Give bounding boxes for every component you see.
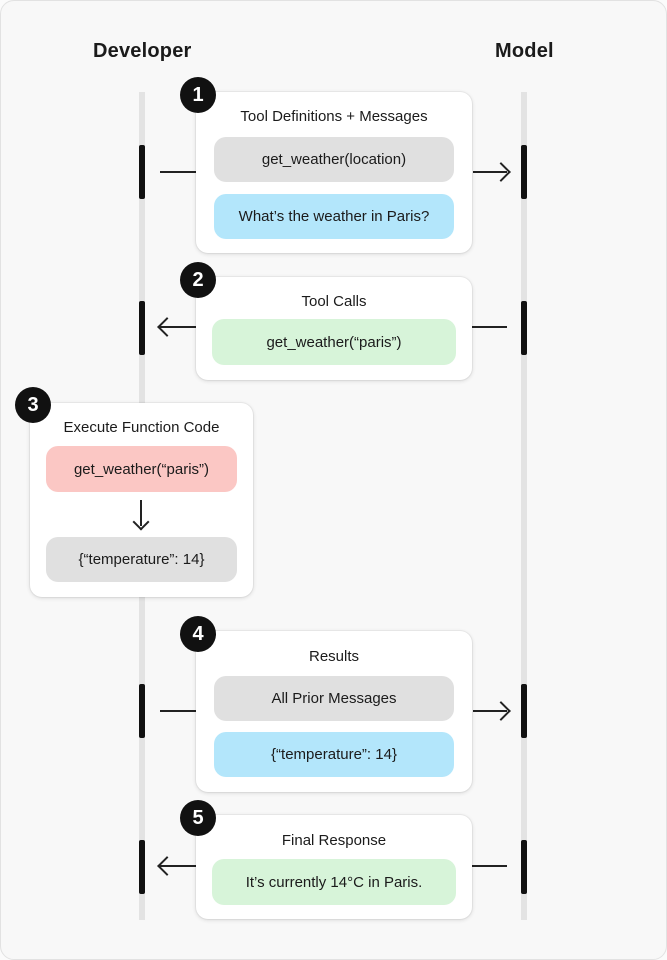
developer-title: Developer	[93, 40, 192, 62]
model-tick	[521, 840, 527, 894]
connector-line	[160, 710, 197, 712]
step-2-title: Tool Calls	[301, 293, 367, 310]
step-1-pill-function: get_weather(location)	[214, 137, 454, 182]
step-1-title: Tool Definitions + Messages	[240, 108, 428, 125]
connector-line	[471, 865, 507, 867]
model-tick	[521, 145, 527, 199]
model-tick	[521, 301, 527, 355]
step-2-card: Tool Calls get_weather(“paris”)	[196, 277, 472, 380]
step-5-badge: 5	[180, 800, 216, 836]
developer-tick	[139, 301, 145, 355]
step-3-title: Execute Function Code	[63, 419, 220, 436]
step-3-card: Execute Function Code get_weather(“paris…	[30, 403, 253, 597]
step-2-badge: 2	[180, 262, 216, 298]
developer-tick	[139, 840, 145, 894]
step-5-pill-response: It’s currently 14°C in Paris.	[212, 859, 456, 905]
step-4-pill-result: {“temperature”: 14}	[214, 732, 454, 777]
step-4-pill-messages: All Prior Messages	[214, 676, 454, 721]
step-3-badge: 3	[15, 387, 51, 423]
step-1-badge: 1	[180, 77, 216, 113]
connector-line	[160, 865, 197, 867]
connector-line	[471, 326, 507, 328]
model-lifeline	[521, 92, 527, 920]
step-5-title: Final Response	[281, 832, 387, 849]
step-4-card: Results All Prior Messages {“temperature…	[196, 631, 472, 792]
step-4-title: Results	[308, 648, 360, 665]
developer-tick	[139, 684, 145, 738]
connector-line	[473, 710, 507, 712]
step-2-pill-toolcall: get_weather(“paris”)	[212, 319, 456, 365]
connector-line	[473, 171, 507, 173]
step-4-badge: 4	[180, 616, 216, 652]
connector-line	[160, 171, 197, 173]
step-1-pill-message: What’s the weather in Paris?	[214, 194, 454, 239]
model-title: Model	[495, 40, 554, 62]
down-arrow-line	[140, 500, 142, 526]
step-1-card: Tool Definitions + Messages get_weather(…	[196, 92, 472, 253]
arrow-down-icon	[132, 513, 150, 531]
step-3-pill-result: {“temperature”: 14}	[46, 537, 237, 582]
step-3-pill-call: get_weather(“paris”)	[46, 446, 237, 492]
model-tick	[521, 684, 527, 738]
developer-tick	[139, 145, 145, 199]
connector-line	[160, 326, 197, 328]
step-5-card: Final Response It’s currently 14°C in Pa…	[196, 815, 472, 919]
